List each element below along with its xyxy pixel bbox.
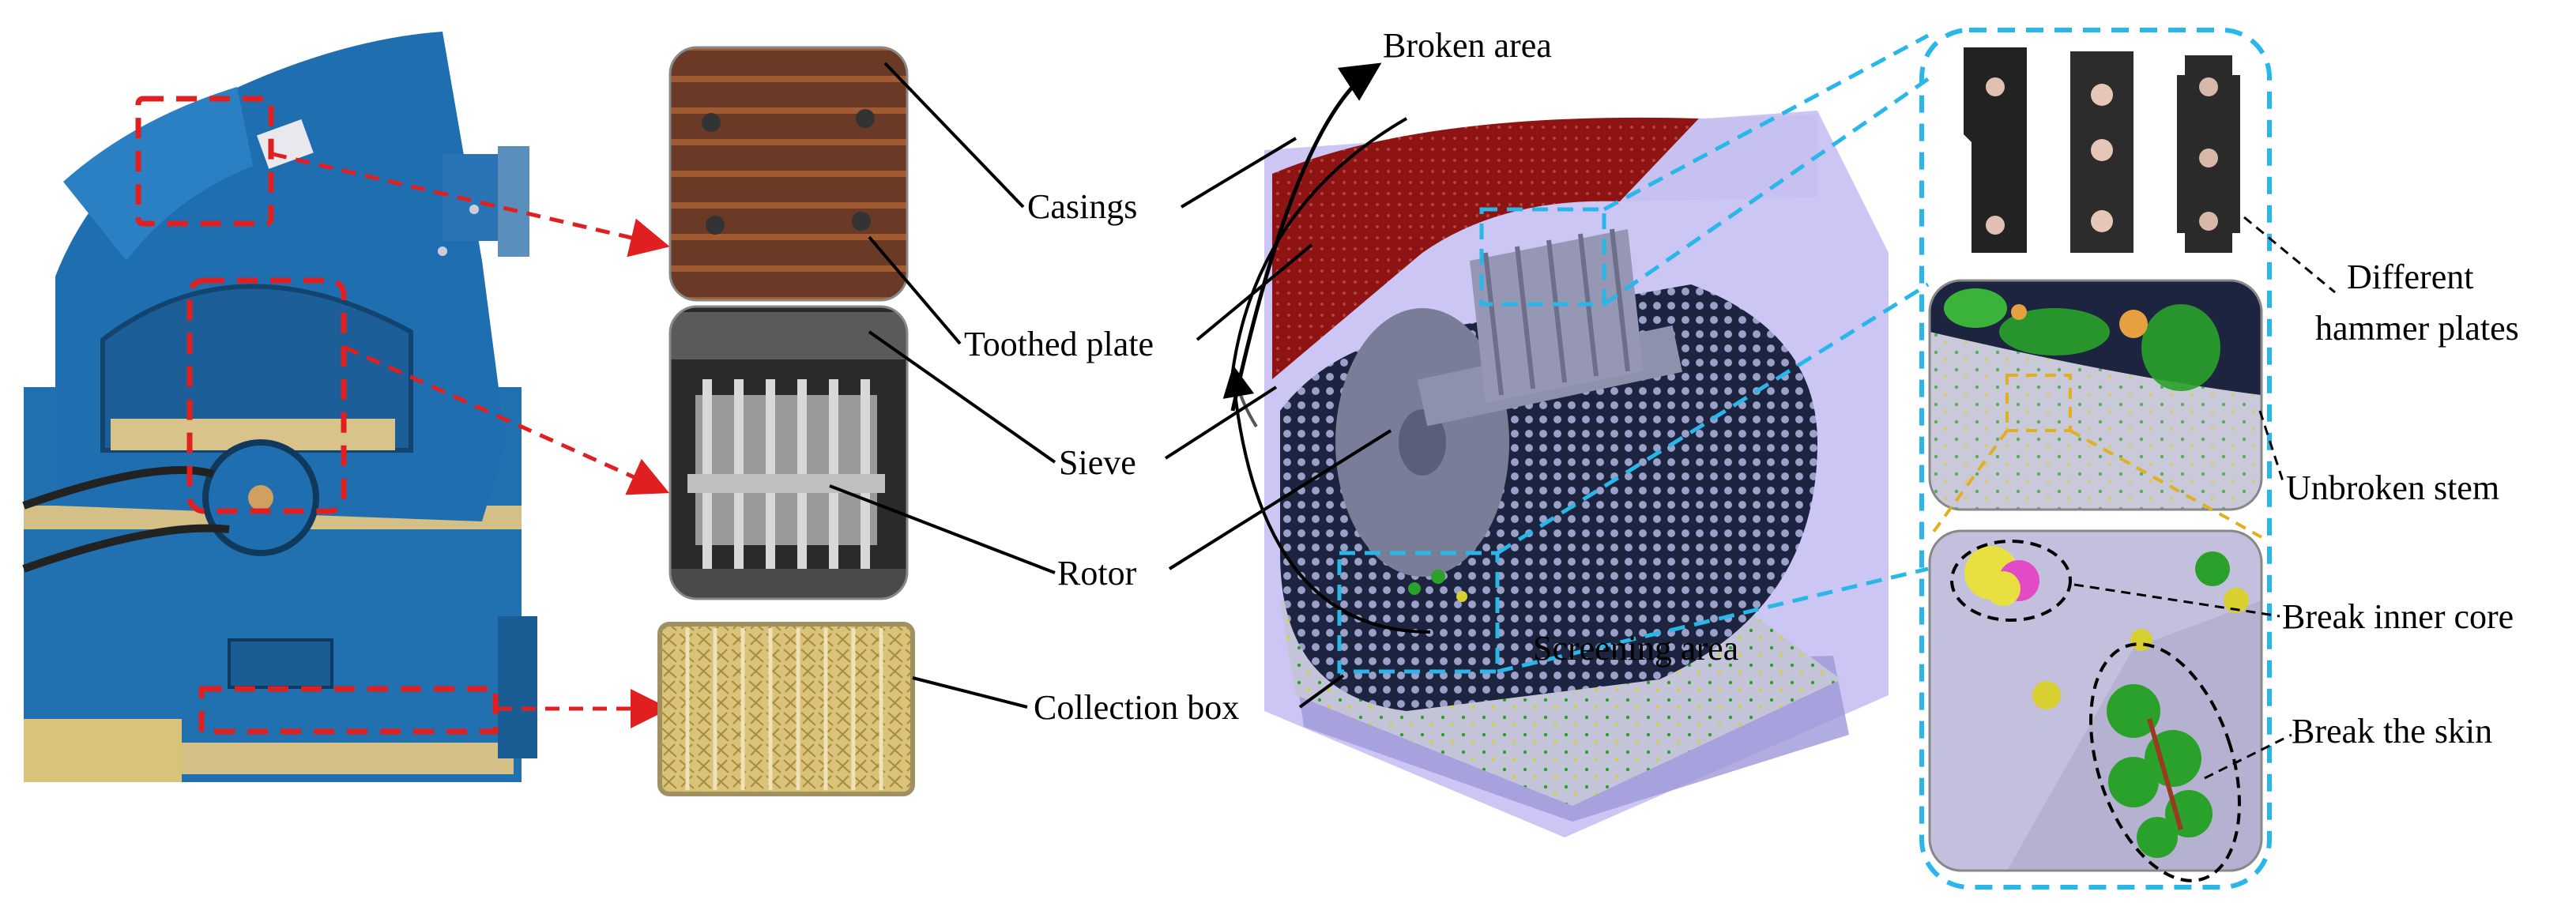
callout-arrow-rotor bbox=[344, 345, 670, 495]
dashed-leader-lines bbox=[2073, 216, 2336, 780]
callout-box-casing bbox=[135, 96, 274, 227]
label-collection-box: Collection box bbox=[1034, 688, 1239, 727]
hammer-plates-photo bbox=[1964, 47, 2240, 253]
label-screening-area: Screening area bbox=[1533, 629, 1738, 668]
callout-box-collection bbox=[198, 686, 499, 735]
label-casings: Casings bbox=[1027, 187, 1137, 226]
break-detail-sim bbox=[1930, 531, 2262, 871]
label-different-hammer-plates-1: Different bbox=[2347, 258, 2473, 296]
label-unbroken-stem: Unbroken stem bbox=[2286, 468, 2499, 507]
photo-collection-box bbox=[657, 622, 915, 796]
rotation-arc-arrow bbox=[1230, 62, 1382, 412]
skin-highlight-ellipse bbox=[2089, 642, 2241, 882]
label-broken-area: Broken area bbox=[1383, 26, 1552, 65]
detail-panel-frame bbox=[1919, 28, 2272, 890]
label-toothed-plate: Toothed plate bbox=[964, 325, 1154, 363]
photo-toothed-plate bbox=[670, 47, 907, 300]
label-different-hammer-plates-2: hammer plates bbox=[2315, 309, 2519, 348]
callout-box-rotor bbox=[186, 277, 347, 514]
label-rotor: Rotor bbox=[1057, 554, 1137, 593]
leader-lines bbox=[829, 62, 1392, 709]
label-break-inner-core: Break inner core bbox=[2282, 597, 2514, 636]
machine-photo bbox=[22, 32, 537, 782]
unbroken-stem-sim bbox=[1930, 280, 2262, 510]
zoom-box-screening bbox=[1337, 551, 1500, 674]
zoom-box-hammer bbox=[1479, 207, 1606, 307]
callout-arrow-casing bbox=[272, 152, 670, 258]
crusher-3d-model bbox=[1264, 111, 1889, 837]
label-break-the-skin: Break the skin bbox=[2292, 712, 2492, 751]
core-highlight-ellipse bbox=[1950, 540, 2072, 622]
label-sieve: Sieve bbox=[1059, 443, 1136, 482]
photo-rotor bbox=[670, 307, 907, 599]
